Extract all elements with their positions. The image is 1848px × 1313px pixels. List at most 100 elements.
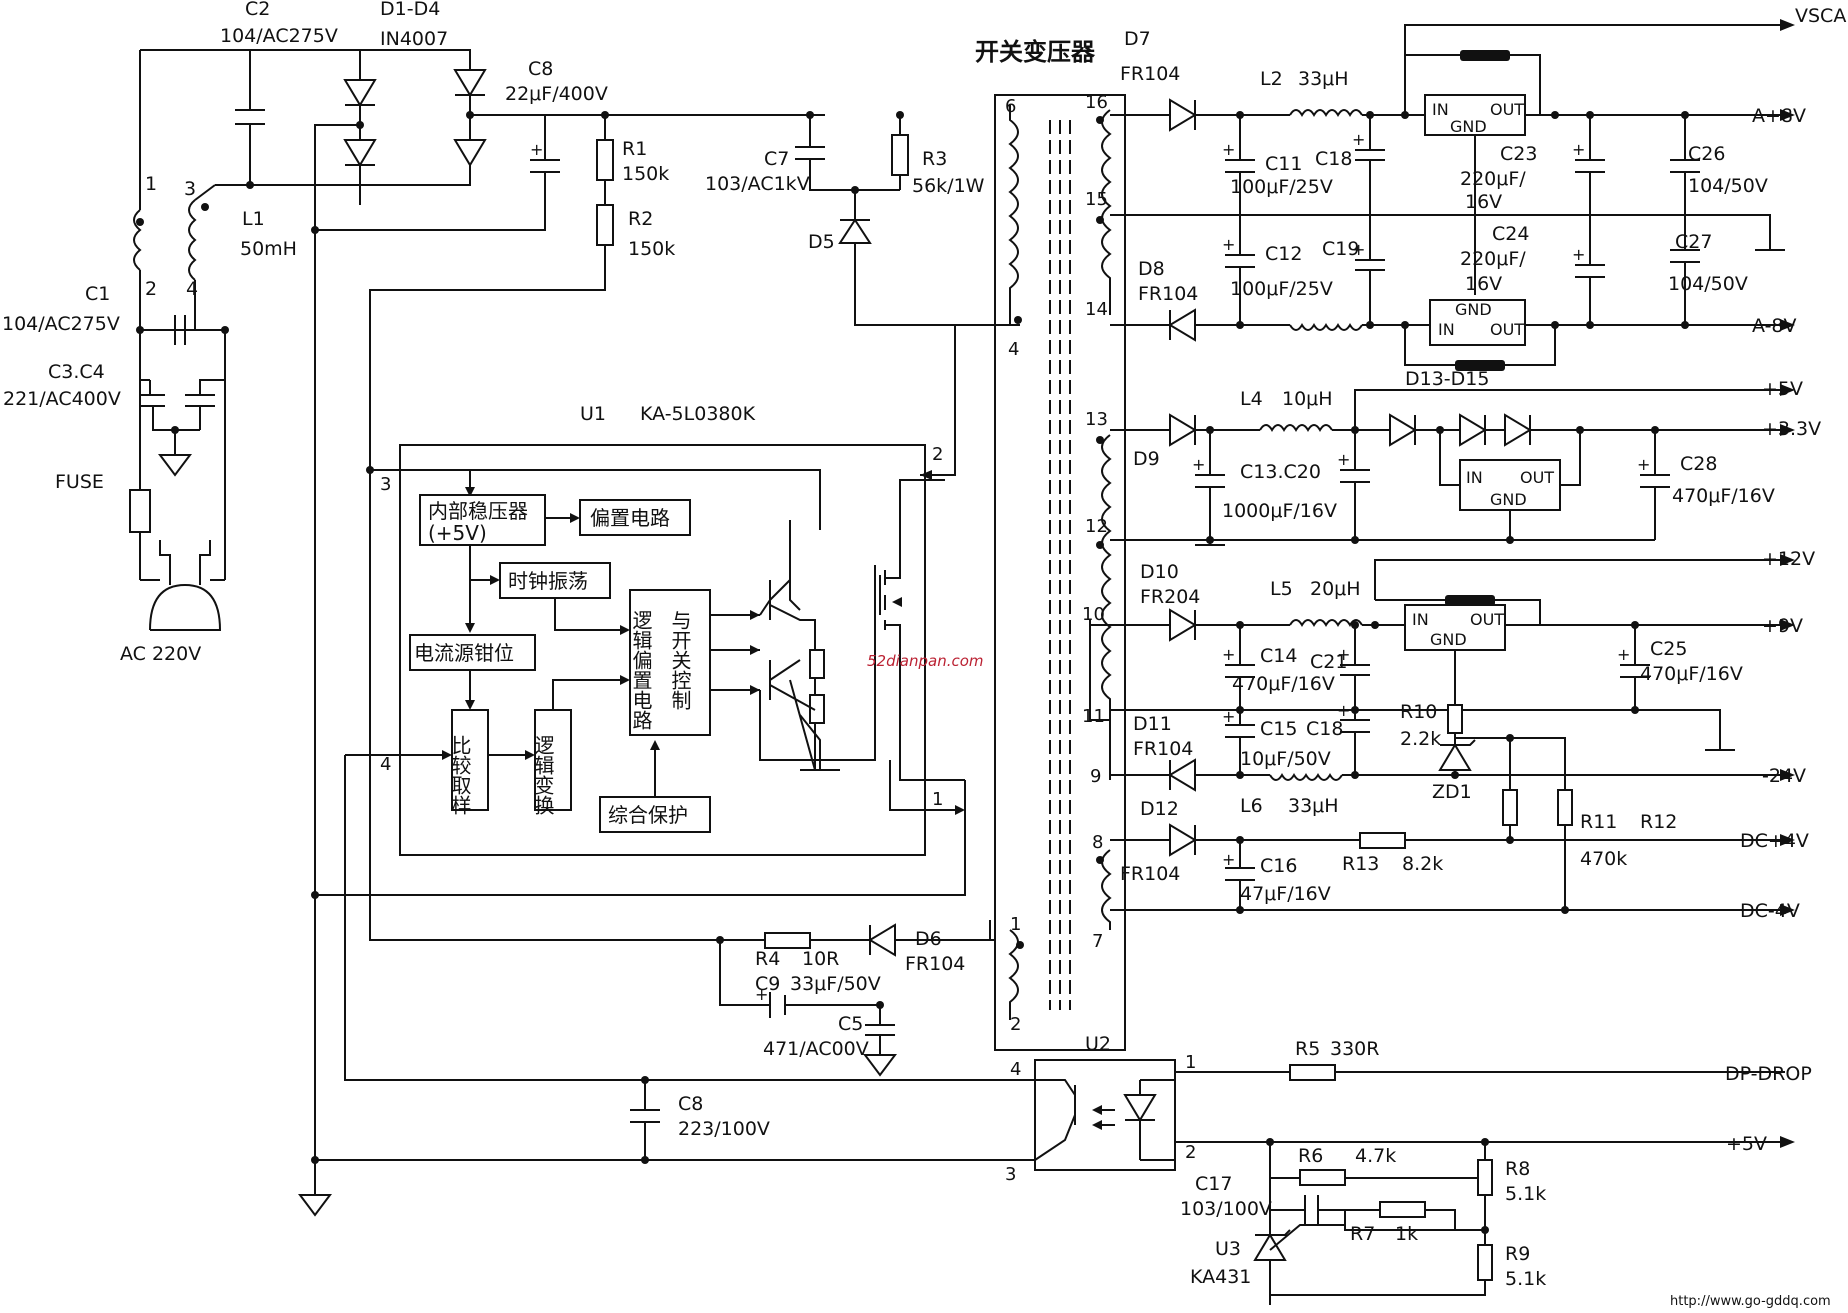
u1-model: KA-5L0380K xyxy=(640,403,756,425)
u1-pin1: 1 xyxy=(932,789,943,810)
vscart: VSCART xyxy=(1795,5,1848,27)
c8-value: 22μF/400V xyxy=(505,83,608,105)
u2-pin2: 2 xyxy=(1185,1142,1196,1163)
c23-value2: 16V xyxy=(1465,191,1502,213)
p5b: +5V xyxy=(1726,1133,1767,1155)
svg-text:+: + xyxy=(530,140,543,159)
svg-text:+: + xyxy=(1572,140,1585,159)
r11-value: 470k xyxy=(1580,848,1627,870)
tr-pin16: 16 xyxy=(1085,92,1108,113)
c14-label: C14 xyxy=(1260,645,1297,667)
watermark: 52dianpan.com xyxy=(867,652,984,670)
c1-label: C1 xyxy=(85,283,110,305)
c16-label: C16 xyxy=(1260,855,1297,877)
r6-value: 4.7k xyxy=(1355,1145,1396,1167)
d7-value: FR104 xyxy=(1120,63,1180,85)
c28-value: 470μF/16V xyxy=(1672,485,1775,507)
reg4-out: OUT xyxy=(1470,610,1504,629)
d8-value: FR104 xyxy=(1138,283,1198,305)
p9: +9V xyxy=(1762,615,1803,637)
dpdrop: DP-DROP xyxy=(1725,1063,1812,1085)
reg2-in: IN xyxy=(1438,320,1455,339)
r2-label: R2 xyxy=(628,208,653,230)
l1-pin2: 2 xyxy=(145,278,157,300)
d11-label: D11 xyxy=(1133,713,1172,735)
r2-value: 150k xyxy=(628,238,675,260)
u3-label: U3 xyxy=(1215,1238,1241,1260)
c13-label: C13.C20 xyxy=(1240,461,1321,483)
r13-label: R13 xyxy=(1342,853,1379,875)
d8-label: D8 xyxy=(1138,258,1165,280)
svg-text:+: + xyxy=(1337,450,1350,469)
block-compare xyxy=(451,709,489,811)
c13-value: 1000μF/16V xyxy=(1222,500,1337,522)
c3c4-label: C3.C4 xyxy=(48,361,105,383)
a8n: A-8V xyxy=(1752,315,1797,337)
c18b-label: C18 xyxy=(1306,718,1343,740)
c5-label: C5 xyxy=(838,1013,863,1035)
c24-label: C24 xyxy=(1492,223,1529,245)
secondary-section: IN OUT GND +++ +++ IN OUT GND VSCART A+8… xyxy=(1089,5,1848,922)
c24-value1: 220μF/ xyxy=(1460,248,1526,270)
u2-pin4: 4 xyxy=(1010,1059,1021,1080)
c7-label: C7 xyxy=(764,148,789,170)
d10-label: D10 xyxy=(1140,561,1179,583)
u2-pin3: 3 xyxy=(1005,1164,1016,1185)
block-bias xyxy=(579,499,691,536)
r3-label: R3 xyxy=(922,148,947,170)
dc4n: DC-4V xyxy=(1740,900,1800,922)
svg-text:+: + xyxy=(1192,455,1205,474)
block-regulator-text2: (+5V) xyxy=(428,521,487,545)
c26-value: 104/50V xyxy=(1688,175,1768,197)
ac-input-section: + 1 3 2 4 C2 104/AC275V D1-D4 IN4007 C8 … xyxy=(2,0,825,1160)
svg-text:+: + xyxy=(1222,140,1235,159)
c18-label: C18 xyxy=(1315,148,1352,170)
svg-text:+: + xyxy=(1222,235,1235,254)
r7-label: R7 xyxy=(1350,1223,1375,1245)
tr-pin7: 7 xyxy=(1092,931,1103,952)
tr-pin10: 10 xyxy=(1082,604,1105,625)
reg1-gnd: GND xyxy=(1450,117,1487,136)
dc4p: DC+4V xyxy=(1740,830,1809,852)
block-compare-text: 比较取样 xyxy=(448,735,472,815)
tr-pin2: 2 xyxy=(1010,1014,1021,1035)
l1-value: 50mH xyxy=(240,238,297,260)
d7-label: D7 xyxy=(1124,28,1151,50)
c8b-value: 223/100V xyxy=(678,1118,770,1140)
u1-label: U1 xyxy=(580,403,606,425)
c16-value: 47μF/16V xyxy=(1240,883,1331,905)
ac-label: AC 220V xyxy=(120,643,201,665)
l6-label: L6 xyxy=(1240,795,1263,817)
block-switch-ctrl-text: 与开关控制 xyxy=(668,610,692,710)
l2-label: L2 xyxy=(1260,68,1283,90)
tr-pin13: 13 xyxy=(1085,409,1108,430)
c5-value: 471/AC00V xyxy=(763,1038,869,1060)
c12-label: C12 xyxy=(1265,243,1302,265)
l1-pin1: 1 xyxy=(145,173,157,195)
r9-value: 5.1k xyxy=(1505,1268,1546,1290)
d12-label: D12 xyxy=(1140,798,1179,820)
r5-label: R5 xyxy=(1295,1038,1320,1060)
block-bias-text: 偏置电路 xyxy=(590,506,670,530)
p33: +3.3V xyxy=(1762,418,1821,440)
c25-value: 470μF/16V xyxy=(1640,663,1743,685)
block-current xyxy=(409,634,536,671)
reg2-out: OUT xyxy=(1490,320,1524,339)
block-protect-text: 综合保护 xyxy=(608,803,688,827)
c2-label: C2 xyxy=(245,0,270,20)
l4-value: 10μH xyxy=(1282,388,1333,410)
tr-pin12: 12 xyxy=(1085,516,1108,537)
primary-section: R1 150k R2 150k C7 103/AC1kV R3 56k/1W D… xyxy=(311,111,995,941)
transformer-title: 开关变压器 xyxy=(975,38,1096,66)
svg-text:+: + xyxy=(1617,645,1630,664)
svg-text:+: + xyxy=(1337,701,1350,720)
c17-value: 103/100V xyxy=(1180,1198,1272,1220)
block-logic-convert-text: 逻辑变换 xyxy=(531,735,555,815)
r4-label: R4 xyxy=(755,948,780,970)
m24: -24V xyxy=(1762,765,1806,787)
tr-pin9: 9 xyxy=(1090,766,1101,787)
c21-label: C21 xyxy=(1310,651,1347,673)
r11-label: R11 xyxy=(1580,811,1617,833)
svg-text:+: + xyxy=(1222,850,1235,869)
